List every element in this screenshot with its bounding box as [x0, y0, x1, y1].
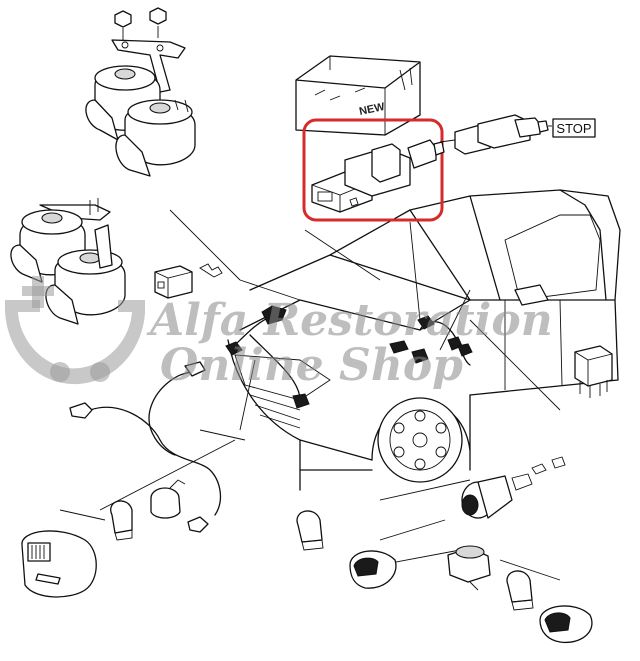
plug-icon	[184, 361, 206, 377]
package-label: NEW	[358, 101, 386, 118]
nut-icon	[149, 7, 167, 25]
fog-lamp-socket	[461, 456, 566, 519]
watermark: Alfa Restoration Online Shop	[5, 276, 553, 391]
bulb-small-left	[110, 500, 133, 541]
side-marker-lens	[21, 530, 97, 598]
plug-icon	[187, 516, 209, 533]
nut-icon	[114, 10, 132, 28]
side-repeater-right	[539, 605, 593, 644]
watermark-logo-icon	[5, 300, 145, 385]
car-body	[227, 189, 621, 491]
side-repeater-left	[349, 550, 397, 589]
brake-light-switch-highlighted	[311, 139, 445, 213]
connector-block	[154, 263, 223, 299]
bulb-center	[296, 510, 324, 551]
watermark-line2: Online Shop	[160, 340, 463, 391]
watermark-line1: Alfa Restoration	[146, 295, 553, 346]
plug-icon	[69, 402, 93, 419]
relay	[574, 345, 613, 398]
bulb-right	[506, 570, 534, 611]
highlight-frame	[302, 118, 444, 222]
new-package-box: NEW	[295, 55, 421, 136]
horn-lower	[10, 198, 126, 325]
bulb-socket-left	[150, 479, 186, 519]
wiring-harness-loose	[69, 361, 222, 533]
stop-switch-label: STOP	[556, 121, 591, 136]
car-wiring-harness	[225, 305, 473, 409]
leader-lines	[59, 209, 561, 581]
horn-upper	[85, 7, 196, 177]
lamp-socket-center	[447, 545, 491, 591]
stop-switch: STOP	[439, 114, 596, 155]
